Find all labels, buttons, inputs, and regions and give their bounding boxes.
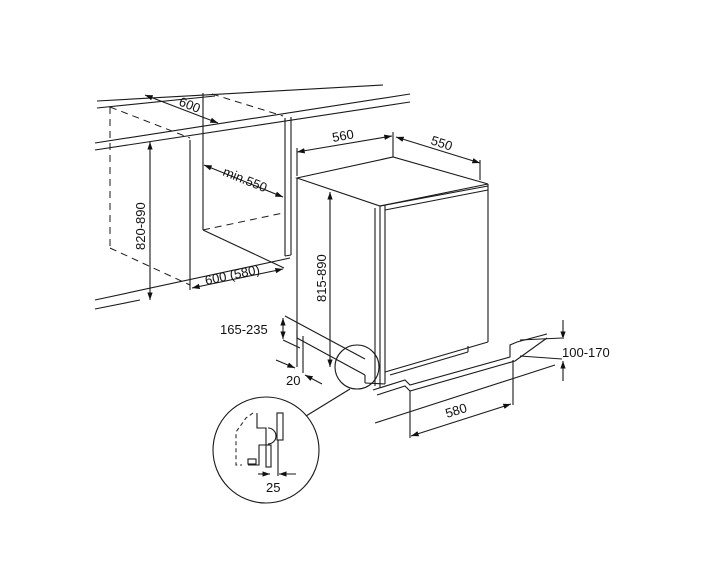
label-plinth-depth: 580 [443,400,468,421]
label-plinth-vent-height: 100-170 [562,345,610,360]
detail-callout [212,344,380,504]
label-appliance-depth: 550 [429,133,454,154]
label-appliance-width: 560 [331,126,355,145]
label-appliance-height: 815-890 [314,254,329,302]
label-plinth-offset: 20 [286,373,300,388]
dimension-lines [144,94,566,437]
label-niche-depth-bottom: 600 (580) [204,262,262,288]
label-plinth-height: 165-235 [220,322,268,337]
label-niche-height: 820-890 [133,202,148,250]
label-detail-gap: 25 [266,480,280,495]
label-niche-min-depth: min.550 [221,164,270,195]
